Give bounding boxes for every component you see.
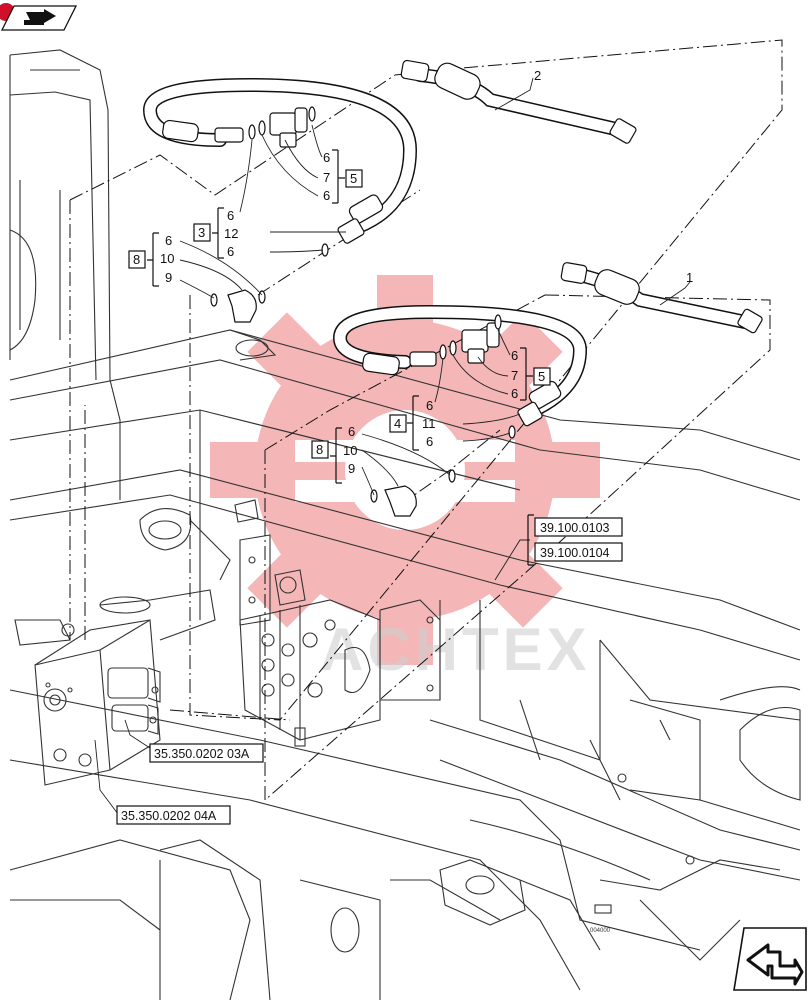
group-box-upper-3 (193, 223, 211, 242)
callout-lower-left-11: 11 (422, 416, 436, 431)
callout-upper-6a: 6 (323, 150, 330, 165)
ref-35-350-0202-04a[interactable]: 35.350.0202 04A (121, 809, 217, 823)
group-box-lower-8 (311, 440, 329, 459)
callout-lower-group-5: 5 (538, 369, 545, 384)
callout-upper-6b: 6 (323, 188, 330, 203)
callout-upper-left-6b: 6 (227, 244, 234, 259)
callout-lower-group-8: 8 (316, 442, 323, 457)
group-box-upper-5 (345, 169, 363, 188)
machine-frame (9, 49, 801, 1000)
callout-upper-group-3: 3 (198, 225, 205, 240)
callout-upper-group-8: 8 (133, 252, 140, 267)
callout-upper-elbow-9: 9 (165, 270, 172, 285)
forward-nav-button[interactable] (733, 927, 807, 991)
reference-boxes[interactable]: 39.100.0103 39.100.0104 35.350.0202 03A … (116, 517, 623, 825)
callout-hose-2: 2 (534, 68, 541, 83)
control-valve (234, 499, 381, 747)
ref-35-350-0202-03a[interactable]: 35.350.0202 03A (154, 747, 250, 761)
ref-box-35-350-0202-04a[interactable] (116, 805, 231, 825)
drawing-code: 004000 (590, 928, 611, 934)
callout-lower-6b: 6 (511, 386, 518, 401)
ref-39-100-0103[interactable]: 39.100.0103 (540, 521, 610, 535)
ref-box-39-100-0104[interactable] (534, 542, 623, 562)
group-box-lower-4 (389, 414, 407, 433)
watermark-gear (210, 275, 600, 665)
callout-upper-elbow-6: 6 (165, 233, 172, 248)
callout-upper-left-12: 12 (224, 226, 238, 241)
back-nav-button[interactable] (0, 3, 78, 31)
callout-lower-left-6b: 6 (426, 434, 433, 449)
callout-lower-elbow-10: 10 (343, 443, 357, 458)
callout-lower-left-6: 6 (426, 398, 433, 413)
callout-lower-elbow-6: 6 (348, 424, 355, 439)
callout-upper-elbow-10: 10 (160, 251, 174, 266)
callout-lower-7: 7 (511, 368, 518, 383)
callout-lower-6a: 6 (511, 348, 518, 363)
ref-39-100-0104[interactable]: 39.100.0104 (540, 546, 610, 560)
lower-hose-assembly (332, 262, 763, 517)
callout-labels: 2 1 6 7 6 5 6 12 6 3 6 10 9 8 6 7 6 5 6 … (128, 68, 693, 476)
callout-lower-group-4: 4 (394, 416, 401, 431)
callout-upper-group-5: 5 (350, 171, 357, 186)
watermark-text: ACHTEX (320, 616, 591, 683)
ref-box-39-100-0103[interactable] (534, 517, 623, 537)
forward-arrow-icon (746, 943, 804, 986)
back-arrow-icon (24, 9, 56, 25)
callout-hose-1: 1 (686, 270, 693, 285)
upper-hose-assembly (142, 59, 637, 323)
callout-upper-left-6: 6 (227, 208, 234, 223)
group-box-upper-8 (128, 250, 146, 269)
group-box-lower-5 (533, 367, 551, 386)
callout-lower-elbow-9: 9 (348, 461, 355, 476)
ref-box-35-350-0202-03a[interactable] (149, 743, 264, 763)
callout-upper-7: 7 (323, 170, 330, 185)
leader-lines (94, 77, 691, 815)
